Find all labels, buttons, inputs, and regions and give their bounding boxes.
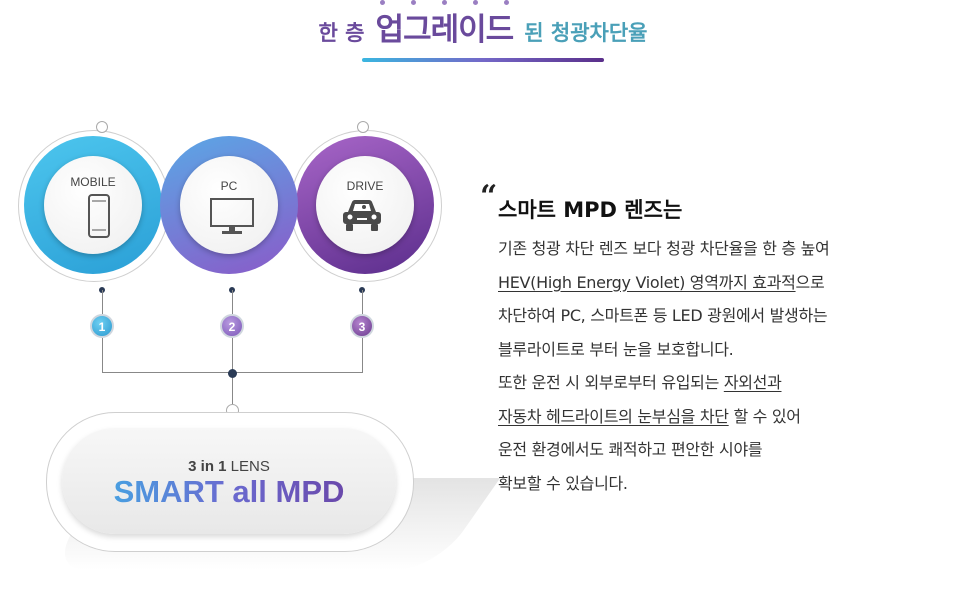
heading-part-2: 업그레이드 bbox=[375, 0, 515, 49]
circle-label-pc: PC bbox=[220, 179, 238, 193]
description-line-4: 블루라이트로 부터 눈을 보호합니다. bbox=[498, 339, 734, 359]
description-title: 스마트 MPD 렌즈는 bbox=[498, 198, 683, 222]
lens-subtitle: 3 in 1 LENS bbox=[62, 458, 396, 475]
connector-junction bbox=[228, 369, 237, 378]
connector-line-3a bbox=[362, 290, 363, 314]
connector-line-1b bbox=[102, 338, 103, 372]
ring-node-3 bbox=[357, 121, 369, 133]
heading-underline-bar bbox=[362, 58, 604, 62]
connector-line-3b bbox=[362, 338, 363, 372]
description-line-2-underlined: HEV(High Energy Violet) 영역까지 효과적 bbox=[498, 272, 796, 292]
description-line-3: 차단하여 PC, 스마트폰 등 LED 광원에서 발생하는 bbox=[498, 306, 828, 325]
connector-line-main bbox=[232, 378, 233, 404]
monitor-icon bbox=[210, 198, 254, 234]
description-line-2-rest: 으로 bbox=[795, 272, 825, 292]
heading-dots bbox=[379, 0, 510, 5]
description-line-5: 또한 운전 시 외부로부터 유입되는 자외선과 bbox=[498, 366, 958, 400]
description-line-6-underlined: 자동차 헤드라이트의 눈부심을 차단 bbox=[498, 406, 729, 426]
page-heading: 한 층 업그레이드 된 청광차단율 bbox=[0, 0, 966, 56]
connector-line-2b bbox=[232, 338, 233, 372]
ring-node-1 bbox=[96, 121, 108, 133]
quote-mark-icon: “ bbox=[480, 179, 498, 214]
connector-line-1a bbox=[102, 290, 103, 314]
circle-pc bbox=[180, 156, 278, 254]
heading-part-1: 한 층 bbox=[318, 21, 365, 45]
connector-line-2a bbox=[232, 290, 233, 314]
number-badge-3: 3 bbox=[350, 314, 374, 338]
description-line-5-underlined: 자외선과 bbox=[723, 373, 782, 392]
circle-label-drive: DRIVE bbox=[346, 179, 384, 193]
description-line-2: HEV(High Energy Violet) 영역까지 효과적으로 bbox=[498, 266, 958, 300]
heading-part-3: 된 청광차단율 bbox=[524, 21, 648, 45]
lens-subtitle-bold: 3 in 1 bbox=[188, 458, 227, 475]
lens-subtitle-rest: LENS bbox=[226, 458, 270, 475]
heading-emphasis: 업그레이드 bbox=[375, 12, 515, 48]
lens-title: SMART all MPD bbox=[62, 474, 396, 510]
circle-label-mobile: MOBILE bbox=[70, 175, 116, 189]
lens-pill bbox=[62, 428, 396, 534]
description-body: 기존 청광 차단 렌즈 보다 청광 차단율을 한 층 높여 HEV(High E… bbox=[498, 232, 958, 500]
number-badge-2: 2 bbox=[220, 314, 244, 338]
description-line-5-plain: 또한 운전 시 외부로부터 유입되는 bbox=[498, 373, 724, 392]
description-line-7: 운전 환경에서도 쾌적하고 편안한 시야를 bbox=[498, 440, 763, 459]
smartphone-icon bbox=[88, 194, 110, 238]
car-icon bbox=[343, 200, 381, 231]
description-line-6: 자동차 헤드라이트의 눈부심을 차단 할 수 있어 bbox=[498, 400, 958, 434]
number-badge-1: 1 bbox=[90, 314, 114, 338]
description-line-1: 기존 청광 차단 렌즈 보다 청광 차단율을 한 층 높여 bbox=[498, 239, 830, 258]
description-line-8: 확보할 수 있습니다. bbox=[498, 473, 628, 493]
description-line-6-rest: 할 수 있어 bbox=[728, 406, 801, 426]
